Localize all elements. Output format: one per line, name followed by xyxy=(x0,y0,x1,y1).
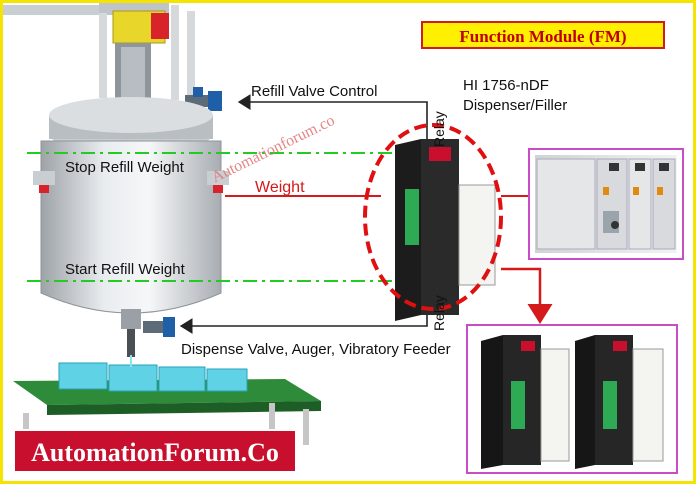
brand-logo-banner: AutomationForum.Co xyxy=(13,429,297,473)
refill-valve-arrow xyxy=(237,94,428,143)
module-highlight-ring xyxy=(363,123,503,311)
hi1756-module xyxy=(395,139,496,321)
dispense-valve-arrow xyxy=(179,303,428,334)
start-refill-weight-label: Start Refill Weight xyxy=(65,261,185,278)
refill-valve-control-label: Refill Valve Control xyxy=(251,83,378,100)
modules-link xyxy=(501,267,553,324)
plc-rack-photo xyxy=(528,148,684,260)
weight-label: Weight xyxy=(255,179,305,196)
device-model-label: HI 1756-nDF xyxy=(463,77,549,94)
relay-bottom-label: Relay xyxy=(431,295,447,331)
tank-top-equipment xyxy=(3,3,195,103)
dispense-valve-label: Dispense Valve, Auger, Vibratory Feeder xyxy=(181,341,451,358)
dispense-valve xyxy=(143,317,175,337)
relay-top-label: Relay xyxy=(431,111,447,147)
function-module-title: Function Module (FM) xyxy=(421,21,665,49)
device-type-label: Dispenser/Filler xyxy=(463,97,568,114)
mixing-tank xyxy=(33,97,229,357)
hi-modules-photo xyxy=(466,324,678,474)
conveyor xyxy=(13,355,321,473)
stop-refill-weight-label: Stop Refill Weight xyxy=(65,159,184,176)
process-diagram xyxy=(3,3,684,474)
